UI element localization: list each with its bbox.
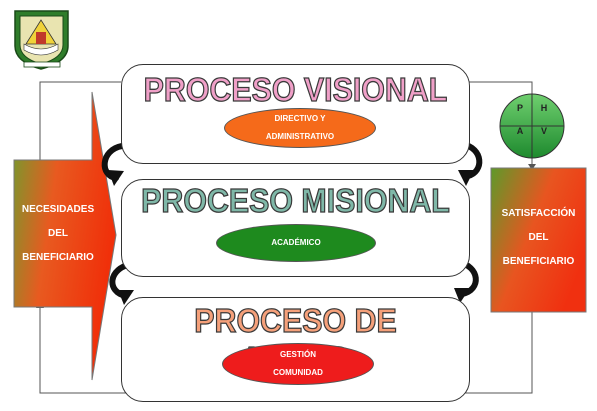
- subprocess-label: DIRECTIVO Y: [274, 114, 326, 123]
- phva-cycle-icon: [499, 93, 565, 159]
- output-label-line: BENEFICIARIO: [502, 256, 575, 267]
- input-label-line: BENEFICIARIO: [22, 252, 94, 263]
- subprocess-label: GESTIÓN: [279, 350, 316, 359]
- output-box: [490, 167, 587, 313]
- process-box-misional: PROCESO MISIONAL ACADÉMICO: [121, 179, 470, 277]
- input-label: NECESIDADES DEL BENEFICIARIO: [14, 198, 102, 270]
- phva-p: P: [516, 103, 523, 113]
- subprocess-ellipse: GESTIÓN COMUNIDAD: [222, 343, 374, 385]
- output-label-line: SATISFACCIÓN: [501, 208, 576, 219]
- input-arrow: [13, 91, 117, 381]
- institution-logo: [14, 10, 69, 70]
- subprocess-label: ADMINISTRATIVO: [265, 132, 335, 141]
- subprocess-ellipse: DIRECTIVO Y ADMINISTRATIVO: [224, 108, 376, 148]
- subprocess-label: ACADÉMICO: [271, 238, 321, 247]
- phva-h: H: [540, 103, 548, 113]
- subprocess-label: COMUNIDAD: [273, 368, 323, 377]
- subprocess-ellipse: ACADÉMICO: [216, 224, 376, 262]
- phva-a: A: [516, 126, 524, 136]
- output-label-line: DEL: [528, 232, 549, 243]
- process-title: PROCESO MISIONAL: [141, 181, 451, 219]
- input-label-line: DEL: [48, 228, 68, 239]
- phva-v: V: [540, 126, 547, 136]
- input-label-line: NECESIDADES: [21, 204, 95, 215]
- output-label: SATISFACCIÓN DEL BENEFICIARIO: [491, 202, 586, 274]
- process-box-visional: PROCESO VISIONAL DIRECTIVO Y ADMINISTRAT…: [121, 64, 470, 164]
- process-title: PROCESO VISIONAL: [143, 70, 448, 108]
- process-box-apoyo: PROCESO DE APOYO GESTIÓN COMUNIDAD: [121, 297, 470, 402]
